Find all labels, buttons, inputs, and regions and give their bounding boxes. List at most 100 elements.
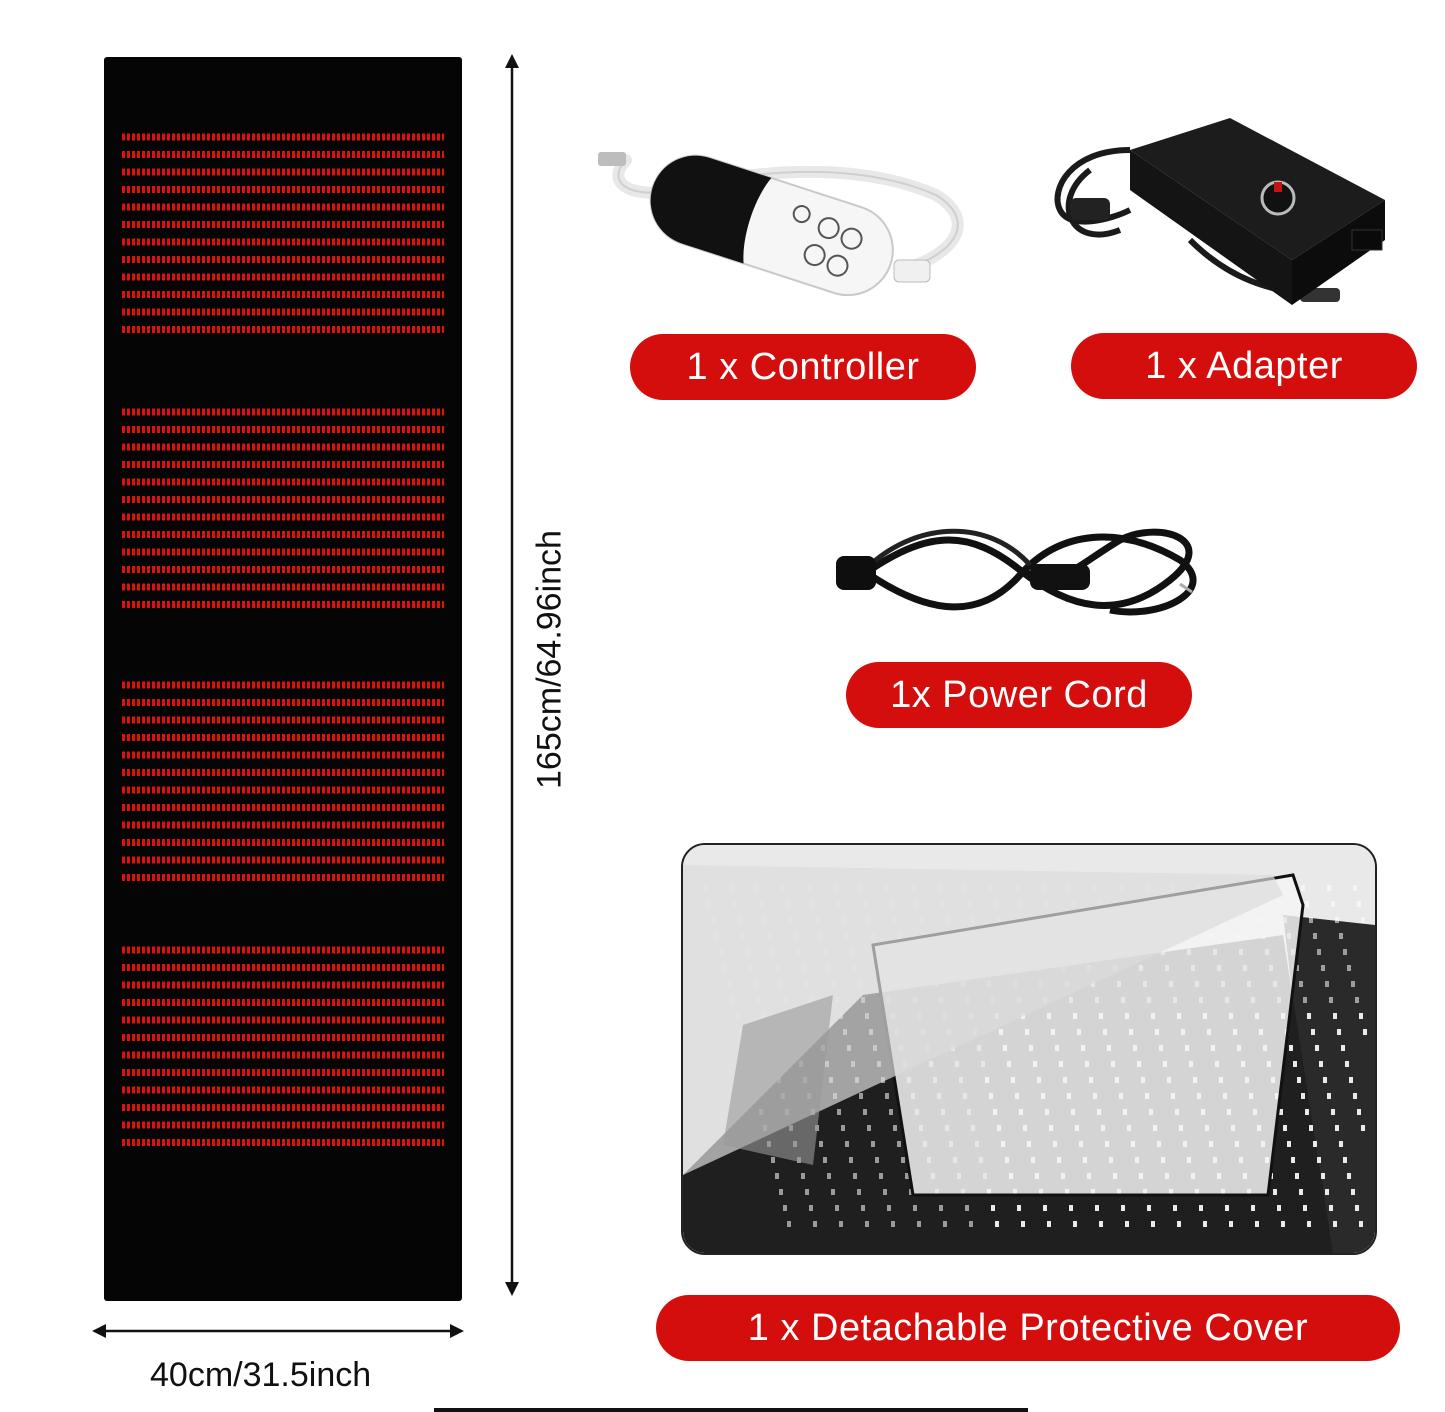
- bottom-divider: [434, 1408, 1028, 1412]
- power-cord-image: [836, 528, 1197, 616]
- cover-led-dot: [1355, 1205, 1359, 1211]
- cover-led-dot: [861, 1205, 865, 1211]
- led-mat-strips: [122, 133, 444, 1146]
- cover-led-dot: [1301, 885, 1305, 891]
- cover-led-dot: [1329, 997, 1333, 1003]
- cover-led-dot: [1325, 1189, 1329, 1195]
- cover-led-dot: [1361, 1125, 1365, 1131]
- led-mat-image: [104, 57, 462, 1301]
- cover-led-dot: [1323, 1077, 1327, 1083]
- cover-led-dot: [897, 1141, 901, 1147]
- cover-led-dot: [1325, 981, 1329, 987]
- cover-led-dot: [893, 1125, 897, 1131]
- cover-led-dot: [917, 1221, 921, 1227]
- cover-led-dot: [1343, 1157, 1347, 1163]
- cover-led-dot: [1147, 1205, 1151, 1211]
- cover-led-dot: [853, 1173, 857, 1179]
- cover-led-dot: [871, 1141, 875, 1147]
- cover-led-dot: [1331, 901, 1335, 907]
- cover-led-dot: [1303, 1205, 1307, 1211]
- cover-led-dot: [1357, 901, 1361, 907]
- cover-led-dot: [1301, 1093, 1305, 1099]
- cover-led-dot: [1121, 1205, 1125, 1211]
- cover-led-dot: [1311, 1029, 1315, 1035]
- cover-led-dot: [1353, 1093, 1357, 1099]
- adapter-label: 1 x Adapter: [1071, 333, 1417, 399]
- cover-led-dot: [1287, 1141, 1291, 1147]
- cover-led-dot: [1347, 1173, 1351, 1179]
- width-label: 40cm/31.5inch: [150, 1356, 372, 1394]
- cover-led-dot: [1273, 1189, 1277, 1195]
- cover-led-dot: [1151, 1221, 1155, 1227]
- cover-led-dot: [1203, 1221, 1207, 1227]
- cover-led-dot: [809, 1205, 813, 1211]
- cover-led-dot: [1333, 1221, 1337, 1227]
- cover-led-dot: [1333, 1013, 1337, 1019]
- cover-led-dot: [879, 1173, 883, 1179]
- cover-led-dot: [1073, 1221, 1077, 1227]
- dimension-arrow-horizontal: [92, 1324, 464, 1338]
- cover-led-dot: [1347, 965, 1351, 971]
- cover-led-dot: [889, 1109, 893, 1115]
- cover-led-dot: [1309, 1125, 1313, 1131]
- cover-led-dot: [1341, 1045, 1345, 1051]
- cover-led-dot: [887, 1205, 891, 1211]
- cover-led-dot: [943, 1221, 947, 1227]
- cover-led-dot: [1327, 885, 1331, 891]
- cover-led-dot: [1289, 1045, 1293, 1051]
- cover-led-dot: [845, 1141, 849, 1147]
- cover-led-dot: [1329, 1205, 1333, 1211]
- cover-label: 1 x Detachable Protective Cover: [656, 1295, 1400, 1361]
- cover-led-dot: [1125, 1221, 1129, 1227]
- cover-led-dot: [1357, 1109, 1361, 1115]
- cover-led-dot: [1173, 1205, 1177, 1211]
- cover-led-dot: [1363, 1029, 1367, 1035]
- cover-led-dot: [913, 1205, 917, 1211]
- cover-led-dot: [1327, 1093, 1331, 1099]
- cover-led-dot: [1343, 949, 1347, 955]
- cover-led-dot: [885, 1093, 889, 1099]
- cover-led-dot: [1297, 1077, 1301, 1083]
- cover-led-dot: [1321, 965, 1325, 971]
- controller-image: [598, 152, 964, 297]
- cover-led-dot: [1319, 1061, 1323, 1067]
- cover-led-dot: [905, 1173, 909, 1179]
- cover-led-dot: [865, 1221, 869, 1227]
- cover-led-dot: [1335, 917, 1339, 923]
- cover-led-dot: [969, 1221, 973, 1227]
- cover-led-dot: [841, 1125, 845, 1131]
- cover-led-dot: [1291, 1157, 1295, 1163]
- cover-led-dot: [1255, 1221, 1259, 1227]
- cover-led-dot: [859, 1093, 863, 1099]
- cover-led-dot: [1199, 1205, 1203, 1211]
- cover-led-dot: [1359, 1221, 1363, 1227]
- cover-led-dot: [1293, 1061, 1297, 1067]
- cover-led-dot: [909, 1189, 913, 1195]
- cover-led-dot: [1315, 1045, 1319, 1051]
- cover-led-dot: [1359, 1013, 1363, 1019]
- controller-label: 1 x Controller: [630, 334, 976, 400]
- cover-led-dot: [1047, 1221, 1051, 1227]
- cover-led-dot: [883, 1189, 887, 1195]
- protective-cover-image: [681, 843, 1377, 1255]
- cover-led-dot: [831, 1189, 835, 1195]
- cover-led-dot: [1307, 1013, 1311, 1019]
- cover-led-dot: [1225, 1205, 1229, 1211]
- cover-led-dot: [801, 1173, 805, 1179]
- cover-led-dot: [891, 1221, 895, 1227]
- cover-led-dot: [1303, 997, 1307, 1003]
- power-cord-label: 1x Power Cord: [846, 662, 1192, 728]
- cover-led-dot: [849, 1157, 853, 1163]
- cover-led-dot: [1021, 1221, 1025, 1227]
- cover-led-dot: [1307, 1221, 1311, 1227]
- cover-led-dot: [1351, 981, 1355, 987]
- cover-led-dot: [1095, 1205, 1099, 1211]
- cover-led-dot: [1043, 1205, 1047, 1211]
- cover-led-dot: [819, 1141, 823, 1147]
- cover-led-dot: [1295, 1173, 1299, 1179]
- cover-led-dot: [1017, 1205, 1021, 1211]
- cover-led-dot: [835, 1205, 839, 1211]
- cover-led-dot: [783, 1205, 787, 1211]
- cover-led-dot: [1321, 1173, 1325, 1179]
- cover-led-dot: [1305, 1109, 1309, 1115]
